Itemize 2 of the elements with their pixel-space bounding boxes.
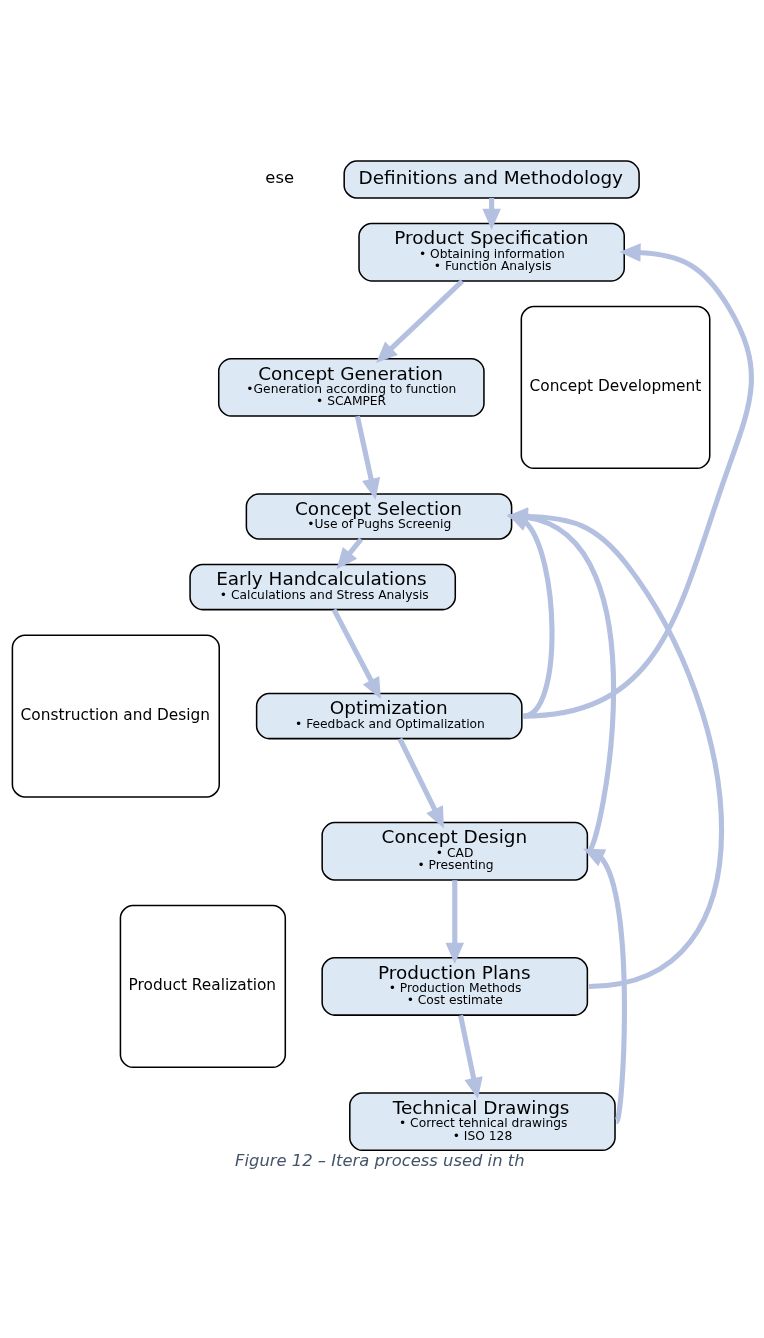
label: ese: [265, 168, 295, 188]
caption: Figure 12 – Itera process used in th: [235, 1151, 525, 1171]
